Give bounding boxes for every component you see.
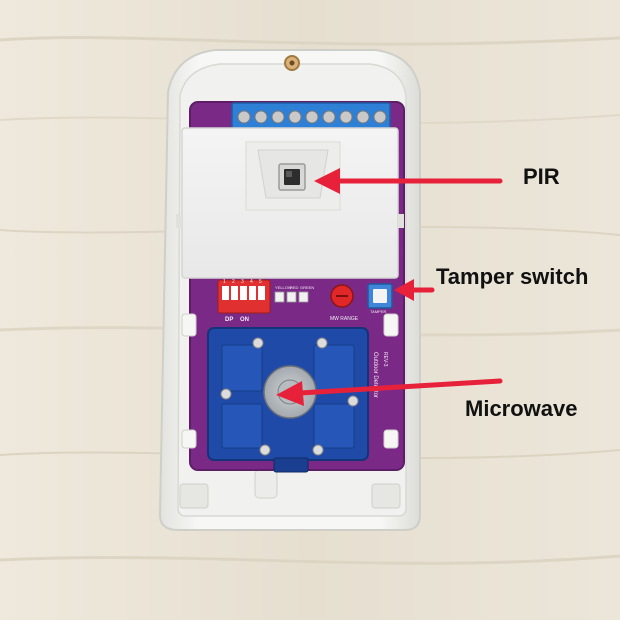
dip-number-3: 3 [241, 279, 244, 285]
microwave-module [207, 327, 369, 473]
led-label-green: GREEN [300, 285, 314, 290]
led-label-red: RED [290, 285, 299, 290]
mw-range-label: MW RANGE [330, 316, 359, 322]
side-text: Outdoor Detector [372, 352, 378, 398]
rev-text: REV-3 [382, 352, 388, 367]
arrow-left-icon [314, 168, 503, 194]
tamper-switch [367, 283, 393, 309]
microwave-callout-label: Microwave [465, 396, 578, 421]
pcb-silkscreen: DP ON 1 2 3 4 5 YELLOW RED GREEN MW RANG… [223, 279, 388, 398]
dip-number-4: 4 [250, 279, 253, 285]
arrow-left-icon [276, 378, 503, 406]
dip-label: DP [225, 317, 233, 323]
pir-callout-label: PIR [523, 164, 560, 189]
dip-number-5: 5 [259, 279, 262, 285]
module-clips [181, 313, 399, 449]
dip-number-1: 1 [223, 279, 226, 285]
dip-number-2: 2 [232, 279, 235, 285]
dip-on-label: ON [240, 317, 249, 323]
mw-range-potentiometer [330, 284, 354, 308]
led-label-yellow: YELLOW [275, 285, 292, 290]
tamper-text: TAMPER [370, 309, 386, 314]
pir-cover [176, 127, 404, 279]
tamper-switch-callout-label: Tamper switch [436, 264, 589, 289]
pir-sensor-icon [278, 163, 306, 191]
dip-switch [217, 279, 271, 314]
terminal-block [231, 102, 391, 130]
status-leds [274, 291, 309, 303]
arrow-left-icon [394, 279, 435, 301]
